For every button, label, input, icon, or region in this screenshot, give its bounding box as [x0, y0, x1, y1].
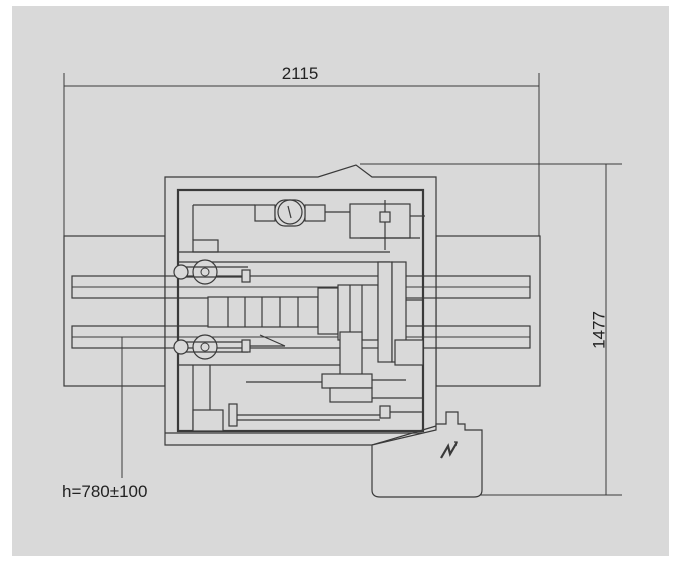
lightning-bolt-icon	[440, 441, 458, 459]
depth-dimension-label: 1477	[589, 311, 608, 349]
central-carriage	[207, 261, 424, 366]
lower-mechanism	[178, 331, 423, 432]
side-tables	[63, 235, 541, 387]
depth-dimension: 1477	[360, 163, 622, 496]
lower-roller-arm	[173, 334, 286, 360]
height-dimension-label: h=780±100	[62, 482, 147, 501]
width-dimension-label: 2115	[282, 64, 319, 83]
width-dimension: 2115	[63, 64, 540, 236]
upper-roller-arm	[173, 251, 390, 285]
height-annotation: h=780±100	[62, 337, 147, 501]
lightning-bolt-arrow	[454, 441, 458, 447]
top-spindle	[192, 199, 425, 253]
electrical-cabinet	[371, 411, 483, 498]
